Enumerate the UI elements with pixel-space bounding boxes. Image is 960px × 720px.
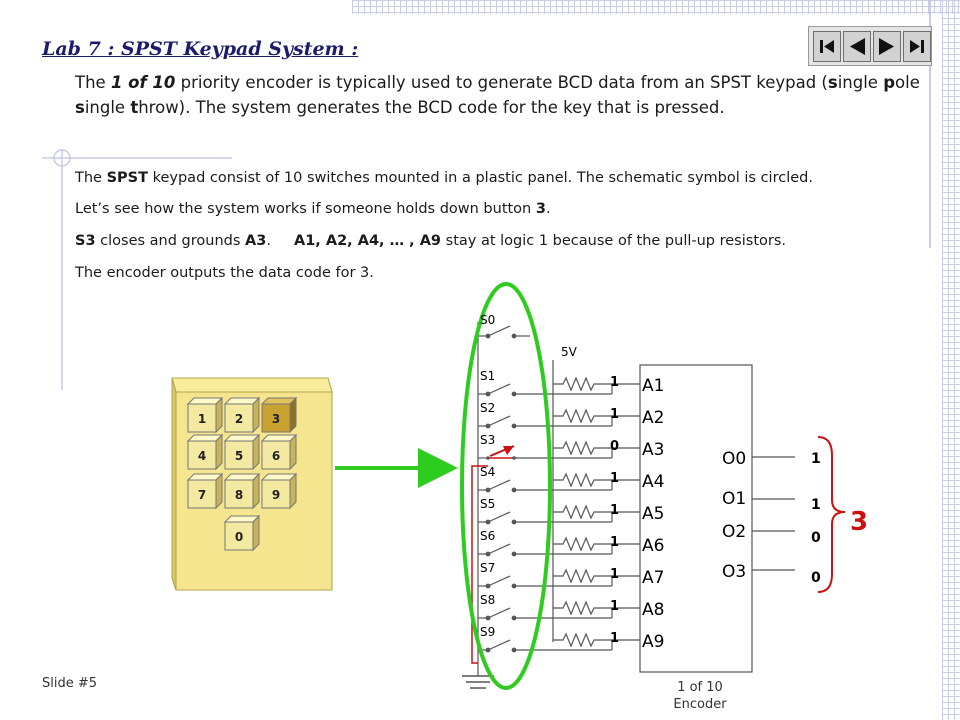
- last-slide-button[interactable]: [903, 31, 931, 62]
- encoder-input-pin: A4: [642, 472, 664, 492]
- supply-label: 5V: [561, 345, 578, 359]
- intro-paragraph: The 1 of 10 priority encoder is typicall…: [75, 73, 920, 117]
- key-2[interactable]: 2: [223, 396, 261, 434]
- key-8[interactable]: 8: [223, 472, 261, 510]
- input-bit: 1: [610, 567, 619, 582]
- input-bit: 1: [610, 631, 619, 646]
- skip-forward-icon: [910, 40, 924, 53]
- encoder-output-pin: O0: [722, 449, 746, 469]
- output-brace: [817, 436, 846, 593]
- encoder-input-pin: A7: [642, 568, 664, 588]
- output-bit: 0: [811, 570, 821, 586]
- key-1[interactable]: 1: [186, 396, 224, 434]
- key-9-label: 9: [272, 488, 280, 502]
- input-bit-active: 0: [610, 439, 619, 454]
- encoder-input-pin: A6: [642, 536, 664, 556]
- next-slide-button[interactable]: [873, 31, 901, 62]
- key-2-label: 2: [235, 412, 243, 426]
- encoder-input-pin: A3: [642, 440, 664, 460]
- key-9[interactable]: 9: [260, 472, 298, 510]
- switch-label: S2: [480, 401, 495, 415]
- slide-number: Slide #5: [42, 676, 98, 691]
- switch-label: S8: [480, 593, 495, 607]
- output-bit: 0: [811, 530, 821, 546]
- input-bit: 1: [610, 375, 619, 390]
- arrow-left-icon: [850, 38, 865, 55]
- key-5-label: 5: [235, 449, 243, 463]
- key-0-label: 0: [235, 530, 243, 544]
- slide-navigation: [808, 26, 932, 66]
- encoder-input-pin: A2: [642, 408, 664, 428]
- input-bit: 1: [610, 599, 619, 614]
- key-5[interactable]: 5: [223, 433, 261, 471]
- key-1-label: 1: [198, 412, 206, 426]
- encoder-output-pin: O2: [722, 522, 746, 542]
- key-6-label: 6: [272, 449, 280, 463]
- switch-label: S1: [480, 369, 495, 383]
- arrow-right-icon: [879, 38, 894, 55]
- decorative-grid-right: [942, 0, 960, 720]
- first-slide-button[interactable]: [813, 31, 841, 62]
- decorative-grid-top: [352, 0, 960, 14]
- key-3-label: 3: [272, 412, 280, 426]
- decimal-result: 3: [850, 507, 868, 537]
- slide-title: Lab 7 : SPST Keypad System :: [42, 38, 359, 60]
- switch-label: S7: [480, 561, 495, 575]
- schematic-highlight-circle: [460, 282, 552, 690]
- output-bit: 1: [811, 497, 821, 513]
- encoder-output-pin: O1: [722, 489, 746, 509]
- switch-explanation: S3 closes and grounds A3. A1, A2, A4, … …: [75, 233, 787, 249]
- switch-label: S4: [480, 465, 495, 479]
- switch-s3-closed: [471, 445, 612, 664]
- skip-back-icon: [820, 40, 834, 53]
- keypad-description: The SPST keypad consist of 10 switches m…: [75, 170, 813, 186]
- switch-label: S9: [480, 625, 495, 639]
- key-0[interactable]: 0: [223, 514, 261, 552]
- output-bit: 1: [811, 451, 821, 467]
- key-4[interactable]: 4: [186, 433, 224, 471]
- encoder-input-pin: A5: [642, 504, 664, 524]
- key-3-pressed[interactable]: 3: [260, 396, 298, 434]
- input-bit: 1: [610, 471, 619, 486]
- switch-label: S0: [480, 313, 495, 327]
- key-8-label: 8: [235, 488, 243, 502]
- input-bit: 1: [610, 503, 619, 518]
- encoder-output-text: The encoder outputs the data code for 3.: [75, 265, 374, 281]
- encoder-label-line-1: 1 of 10: [677, 680, 723, 695]
- encoder-input-pin: A8: [642, 600, 664, 620]
- key-4-label: 4: [198, 449, 206, 463]
- previous-slide-button[interactable]: [843, 31, 871, 62]
- switch-label: S6: [480, 529, 495, 543]
- scenario-text: Let’s see how the system works if someon…: [75, 201, 551, 217]
- encoder-block: [639, 364, 753, 673]
- encoder-label-line-2: Encoder: [673, 697, 727, 712]
- key-7[interactable]: 7: [186, 472, 224, 510]
- input-bit: 1: [610, 407, 619, 422]
- input-bit: 1: [610, 535, 619, 550]
- key-7-label: 7: [198, 488, 206, 502]
- key-6[interactable]: 6: [260, 433, 298, 471]
- switch-label: S3: [480, 433, 495, 447]
- encoder-label: 1 of 10 Encoder: [660, 679, 740, 713]
- encoder-output-pin: O3: [722, 562, 746, 582]
- encoder-input-pin: A1: [642, 376, 664, 396]
- encoder-input-pin: A9: [642, 632, 664, 652]
- switch-label: S5: [480, 497, 495, 511]
